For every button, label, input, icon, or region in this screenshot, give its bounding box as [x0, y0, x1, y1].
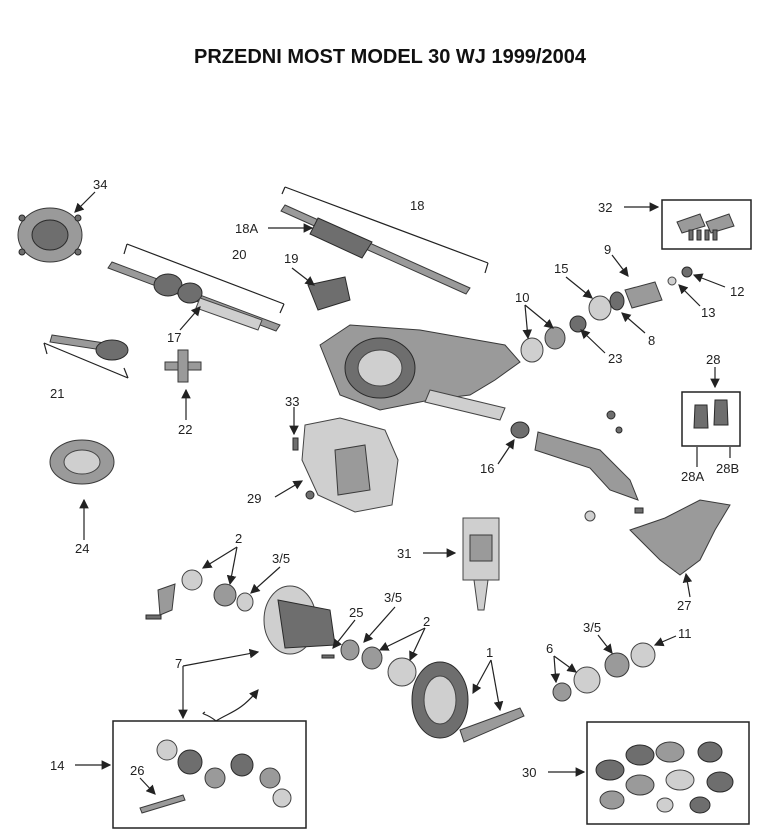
callout-18: 18 — [410, 198, 424, 213]
differential-carrier-part — [263, 585, 336, 659]
callout-9: 9 — [604, 242, 611, 257]
callout-23: 23 — [608, 351, 622, 366]
callout-25: 25 — [349, 605, 363, 620]
callout-34: 34 — [93, 177, 107, 192]
callout-15: 15 — [554, 261, 568, 276]
callout-labels: 34 18 18A 32 20 19 9 15 12 10 13 17 8 23… — [50, 177, 744, 780]
callout-28b: 28B — [716, 461, 739, 476]
diagram-title: PRZEDNI MOST MODEL 30 WJ 1999/2004 — [194, 46, 586, 68]
callout-30: 30 — [522, 765, 536, 780]
callout-8: 8 — [648, 333, 655, 348]
boot-part — [307, 276, 351, 311]
callout-28a: 28A — [681, 469, 704, 484]
bearing-kit-part — [586, 721, 750, 825]
callout-18a: 18A — [235, 221, 258, 236]
sealant-tube-part — [462, 517, 500, 611]
leader-lines — [43, 186, 731, 795]
callout-19: 19 — [284, 251, 298, 266]
seal-ring-part — [49, 439, 115, 485]
bolt-kit-part — [661, 199, 752, 250]
pinion-shims-part — [552, 642, 656, 702]
callout-7: 7 — [175, 656, 182, 671]
diff-cover-part — [292, 417, 399, 513]
callout-31: 31 — [397, 546, 411, 561]
carrier-bearings-right-part — [340, 639, 417, 687]
callout-3-5-right: 3/5 — [583, 620, 601, 635]
hub-bearing-part — [17, 207, 83, 263]
callout-32: 32 — [598, 200, 612, 215]
callout-14: 14 — [50, 758, 64, 773]
callout-2-left: 2 — [235, 531, 242, 546]
callout-21: 21 — [50, 386, 64, 401]
axle-seal-part — [510, 421, 530, 439]
callout-1: 1 — [486, 645, 493, 660]
axle-tube-part — [534, 410, 639, 501]
callout-24: 24 — [75, 541, 89, 556]
callout-6: 6 — [546, 641, 553, 656]
callout-11: 11 — [678, 626, 692, 641]
axle-housing-part — [319, 324, 521, 421]
pinion-yoke-part — [624, 266, 693, 309]
callout-2-right: 2 — [423, 614, 430, 629]
callout-3-5-left: 3/5 — [272, 551, 290, 566]
callout-29: 29 — [247, 491, 261, 506]
callout-13: 13 — [701, 305, 715, 320]
callout-20: 20 — [232, 247, 246, 262]
u-joint-part — [164, 349, 202, 383]
callout-16: 16 — [480, 461, 494, 476]
carrier-bearings-left-part — [145, 569, 254, 620]
ring-pinion-part — [411, 661, 525, 743]
callout-28: 28 — [706, 352, 720, 367]
callout-10: 10 — [515, 290, 529, 305]
callout-27: 27 — [677, 598, 691, 613]
axle-shaft-ujoint-part — [107, 261, 281, 332]
inner-shaft-part — [49, 334, 129, 361]
pinion-bearings-part — [520, 291, 625, 363]
callout-12: 12 — [730, 284, 744, 299]
steering-knuckle-part — [584, 499, 731, 576]
callout-17: 17 — [167, 330, 181, 345]
callout-26: 26 — [130, 763, 144, 778]
ball-joint-kit-part — [681, 391, 741, 447]
spider-gear-kit-part — [112, 689, 307, 829]
callout-33: 33 — [285, 394, 299, 409]
callout-3-5-middle: 3/5 — [384, 590, 402, 605]
callout-22: 22 — [178, 422, 192, 437]
